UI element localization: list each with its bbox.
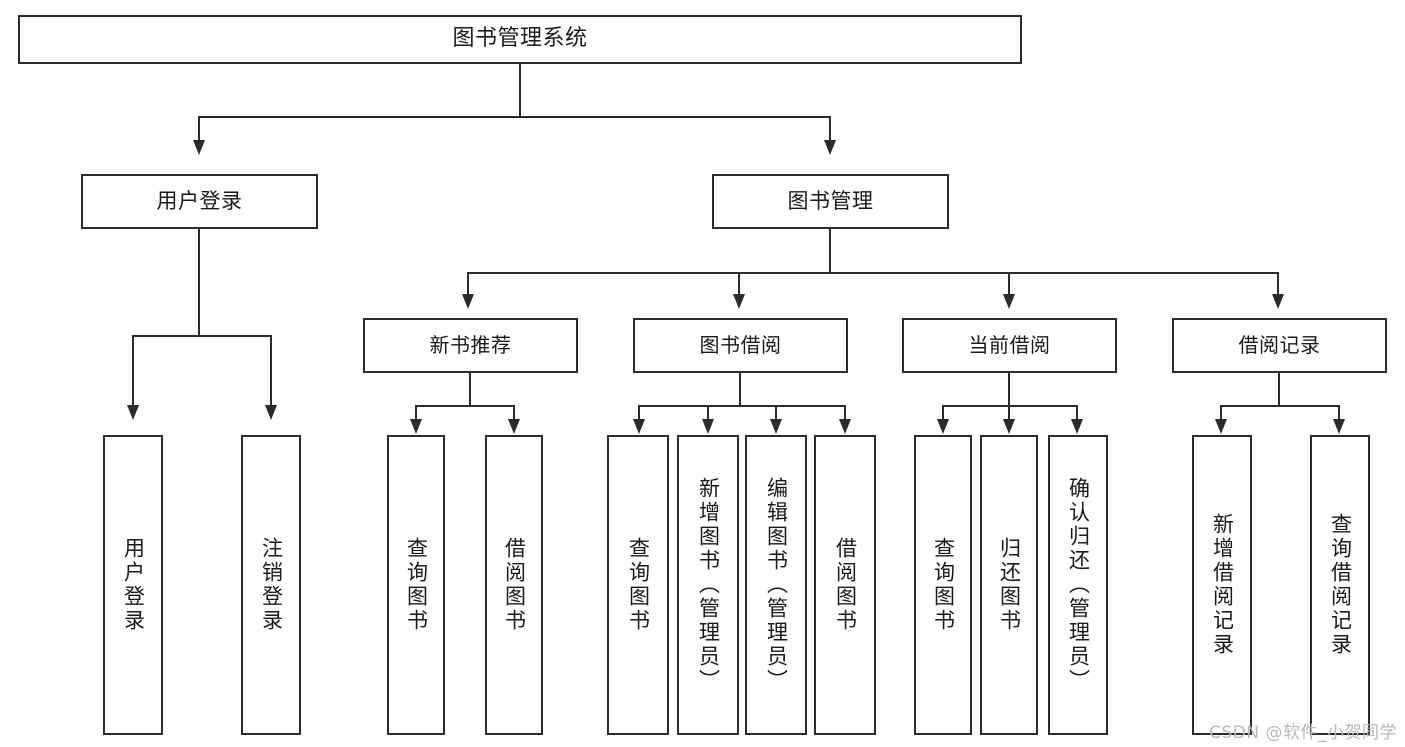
leaf-label: 查询图书 (404, 537, 429, 633)
node-user-login[interactable]: 用户登录 (81, 174, 318, 229)
arrow-book-borrow-to-leaf-1 (702, 419, 714, 434)
edge-book-mgmt-to-lvl2-2 (1008, 272, 1010, 296)
edge-root-to-user-login (198, 116, 200, 143)
node-label: 图书借阅 (699, 333, 782, 358)
edge-current-borrow-bar (943, 405, 1078, 407)
arrow-new-book-to-leaf-1 (508, 419, 520, 434)
edge-borrow-records-bar (1221, 405, 1340, 407)
edge-book-mgmt-stem (829, 229, 831, 273)
node-label: 图书管理 (787, 188, 874, 213)
leaf-new-book-query[interactable]: 查询图书 (387, 435, 445, 735)
leaf-label: 借阅图书 (833, 537, 858, 633)
edge-new-book-bar (416, 405, 515, 407)
arrow-root-to-user-login (193, 140, 205, 155)
leaf-label: 注销登录 (259, 537, 284, 633)
edge-book-borrow-to-leaf-3 (844, 405, 846, 421)
arrow-current-borrow-to-leaf-2 (1071, 419, 1083, 434)
leaf-label: 确认归还（管理员） (1066, 477, 1091, 693)
edge-book-mgmt-bar (468, 272, 1279, 274)
edge-book-borrow-to-leaf-1 (707, 405, 709, 421)
arrow-book-mgmt-to-lvl2-3 (1272, 294, 1284, 309)
edge-current-borrow-to-leaf-1 (1008, 405, 1010, 421)
arrow-root-to-book-mgmt (824, 140, 836, 155)
leaf-label: 归还图书 (997, 537, 1022, 633)
edge-book-mgmt-to-lvl2-0 (467, 272, 469, 296)
arrow-new-book-to-leaf-0 (410, 419, 422, 434)
leaf-book-borrow-edit[interactable]: 编辑图书（管理员） (745, 435, 807, 735)
node-label: 用户登录 (156, 188, 243, 213)
edge-user-login-stem (198, 229, 200, 336)
leaf-current-borrow-query[interactable]: 查询图书 (914, 435, 972, 735)
node-borrow-records[interactable]: 借阅记录 (1172, 318, 1387, 373)
arrow-book-mgmt-to-lvl2-0 (462, 294, 474, 309)
leaf-user-login-logout[interactable]: 注销登录 (241, 435, 301, 735)
edge-book-mgmt-to-lvl2-1 (738, 272, 740, 296)
edge-user-login-to-leaf-1 (270, 335, 272, 407)
leaf-label: 查询借阅记录 (1328, 513, 1353, 657)
leaf-book-borrow-add[interactable]: 新增图书（管理员） (677, 435, 739, 735)
leaf-label: 编辑图书（管理员） (764, 477, 789, 693)
leaf-current-borrow-confirm-return[interactable]: 确认归还（管理员） (1048, 435, 1108, 735)
arrow-book-borrow-to-leaf-3 (839, 419, 851, 434)
leaf-label: 查询图书 (931, 537, 956, 633)
node-book-management[interactable]: 图书管理 (712, 174, 949, 229)
leaf-label: 新增借阅记录 (1210, 513, 1235, 657)
edge-book-mgmt-to-lvl2-3 (1277, 272, 1279, 296)
edge-root-to-book-mgmt (829, 116, 831, 143)
node-root-system[interactable]: 图书管理系统 (18, 15, 1022, 64)
arrow-user-login-to-leaf-1 (265, 405, 277, 420)
leaf-label: 借阅图书 (502, 537, 527, 633)
arrow-book-mgmt-to-lvl2-2 (1003, 294, 1015, 309)
node-label: 借阅记录 (1238, 333, 1321, 358)
arrow-book-borrow-to-leaf-2 (770, 419, 782, 434)
edge-current-borrow-stem (1008, 373, 1010, 406)
edge-root-bar (199, 116, 831, 118)
arrow-book-mgmt-to-lvl2-1 (733, 294, 745, 309)
edge-new-book-to-leaf-1 (513, 405, 515, 421)
leaf-label: 查询图书 (626, 537, 651, 633)
leaf-new-book-borrow[interactable]: 借阅图书 (485, 435, 543, 735)
edge-book-borrow-to-leaf-2 (775, 405, 777, 421)
node-label: 图书管理系统 (452, 26, 588, 52)
edge-book-borrow-to-leaf-0 (638, 405, 640, 421)
edge-current-borrow-to-leaf-0 (942, 405, 944, 421)
arrow-borrow-records-to-leaf-1 (1333, 419, 1345, 434)
edge-current-borrow-to-leaf-2 (1076, 405, 1078, 421)
edge-new-book-stem (469, 373, 471, 406)
edge-book-borrow-stem (739, 373, 741, 406)
leaf-book-borrow-query[interactable]: 查询图书 (607, 435, 669, 735)
leaf-current-borrow-return[interactable]: 归还图书 (980, 435, 1038, 735)
leaf-label: 新增图书（管理员） (696, 477, 721, 693)
node-book-borrow[interactable]: 图书借阅 (633, 318, 848, 373)
arrow-borrow-records-to-leaf-0 (1215, 419, 1227, 434)
edge-borrow-records-to-leaf-1 (1338, 405, 1340, 421)
edge-user-login-to-leaf-0 (132, 335, 134, 407)
arrow-current-borrow-to-leaf-0 (937, 419, 949, 434)
arrow-user-login-to-leaf-0 (127, 405, 139, 420)
leaf-user-login-login[interactable]: 用户登录 (103, 435, 163, 735)
node-label: 当前借阅 (968, 333, 1051, 358)
edge-new-book-to-leaf-0 (415, 405, 417, 421)
leaf-borrow-records-add[interactable]: 新增借阅记录 (1192, 435, 1252, 735)
node-new-book-recommend[interactable]: 新书推荐 (363, 318, 578, 373)
edge-borrow-records-stem (1278, 373, 1280, 406)
edge-user-login-bar (133, 335, 272, 337)
leaf-borrow-records-query[interactable]: 查询借阅记录 (1310, 435, 1370, 735)
node-current-borrow[interactable]: 当前借阅 (902, 318, 1117, 373)
arrow-current-borrow-to-leaf-1 (1003, 419, 1015, 434)
arrow-book-borrow-to-leaf-0 (633, 419, 645, 434)
node-label: 新书推荐 (429, 333, 512, 358)
leaf-book-borrow-borrow[interactable]: 借阅图书 (814, 435, 876, 735)
edge-root-stem (519, 64, 521, 117)
edge-book-borrow-bar (639, 405, 846, 407)
edge-borrow-records-to-leaf-0 (1220, 405, 1222, 421)
leaf-label: 用户登录 (121, 537, 146, 633)
